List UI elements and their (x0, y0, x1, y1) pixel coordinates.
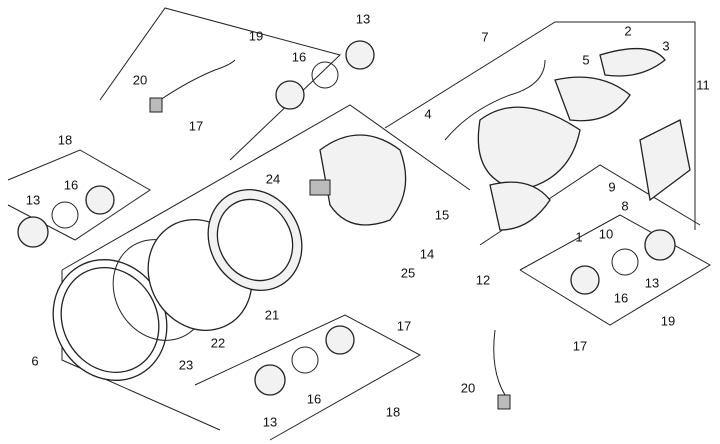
callout-18: 18 (386, 404, 400, 419)
bracket (309, 179, 331, 196)
signal-lens-top (345, 40, 375, 70)
callout-5: 5 (582, 52, 589, 67)
bracket-plate (639, 119, 691, 202)
callout-18: 18 (58, 132, 72, 147)
callout-1: 1 (575, 229, 582, 244)
callout-10: 10 (599, 226, 613, 241)
outline-bottom-signal (194, 314, 422, 441)
wire-harness-top (159, 59, 236, 101)
cowl (477, 106, 581, 191)
headlight-reflector (216, 198, 294, 282)
callout-16: 16 (292, 49, 306, 64)
connector-top (149, 97, 163, 113)
callout-25: 25 (401, 265, 415, 280)
callout-21: 21 (265, 307, 279, 322)
callout-16: 16 (307, 391, 321, 406)
windscreen-bracket (554, 76, 631, 122)
signal-body-top (275, 80, 305, 110)
outline-right-signal (519, 214, 711, 326)
callout-17: 17 (397, 318, 411, 333)
callout-24: 24 (266, 171, 280, 186)
callout-7: 7 (481, 29, 488, 44)
signal-lens-right (644, 229, 676, 261)
callout-9: 9 (608, 179, 615, 194)
callout-4: 4 (424, 106, 431, 121)
callout-16: 16 (64, 177, 78, 192)
headlight-bucket (319, 134, 407, 226)
tail-lens (599, 47, 666, 77)
callout-12: 12 (476, 272, 490, 287)
callout-13: 13 (356, 11, 370, 26)
wire-harness-cowl (444, 59, 546, 141)
callout-11: 11 (696, 77, 710, 92)
outline-headlight-cowl (384, 21, 696, 230)
callout-13: 13 (26, 192, 40, 207)
callout-6: 6 (31, 353, 38, 368)
callout-20: 20 (133, 72, 147, 87)
callout-13: 13 (263, 414, 277, 429)
wire-harness-bottom (493, 329, 506, 396)
callout-14: 14 (420, 246, 434, 261)
callout-3: 3 (662, 38, 669, 53)
signal-body-left (85, 185, 115, 215)
seal-left (51, 201, 79, 229)
outline-left-signal (7, 149, 151, 241)
callout-22: 22 (211, 335, 225, 350)
signal-body-right (570, 265, 600, 295)
callout-19: 19 (249, 28, 263, 43)
signal-lens-bottom (254, 364, 286, 396)
seal-right (611, 248, 639, 276)
trim-ring-inner (60, 267, 160, 373)
callout-19: 19 (661, 313, 675, 328)
callout-16: 16 (614, 290, 628, 305)
seal-bottom (291, 346, 319, 374)
callout-17: 17 (573, 338, 587, 353)
callout-23: 23 (179, 357, 193, 372)
signal-body-bottom (325, 325, 355, 355)
callout-2: 2 (624, 23, 631, 38)
callout-15: 15 (435, 207, 449, 222)
cowl-mount (489, 181, 551, 231)
callout-13: 13 (645, 275, 659, 290)
parts (17, 40, 691, 410)
callout-17: 17 (189, 118, 203, 133)
callout-20: 20 (461, 380, 475, 395)
callout-8: 8 (621, 198, 628, 213)
signal-lens-left (17, 216, 49, 248)
seal-top (311, 61, 339, 89)
outline-headlight (61, 104, 471, 271)
connector-bottom (497, 394, 511, 410)
